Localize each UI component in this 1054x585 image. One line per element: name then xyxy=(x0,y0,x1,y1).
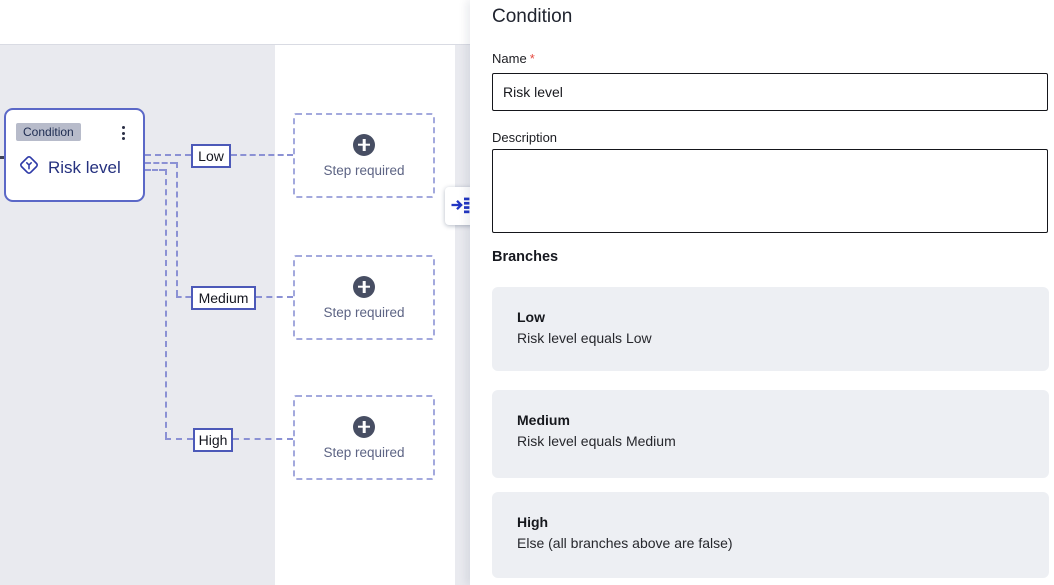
node-type-badge: Condition xyxy=(16,123,81,141)
branch-card-description: Risk level equals Low xyxy=(517,330,652,346)
connector-medium-vertical xyxy=(176,162,178,296)
connector-low-2 xyxy=(231,154,293,156)
condition-branch-icon xyxy=(18,154,40,181)
connector-high-vertical xyxy=(165,169,167,438)
add-step-icon xyxy=(353,275,375,298)
incoming-connector xyxy=(0,156,5,159)
branch-card-low[interactable]: Low Risk level equals Low xyxy=(492,287,1049,371)
step-placeholder-high[interactable]: Step required xyxy=(293,395,435,480)
expand-panel-icon xyxy=(450,195,470,218)
step-placeholder-low[interactable]: Step required xyxy=(293,113,435,198)
connector-medium-3 xyxy=(256,296,293,298)
branch-card-title: Medium xyxy=(517,412,570,428)
required-asterisk: * xyxy=(529,51,535,66)
step-required-label: Step required xyxy=(323,304,405,320)
step-placeholder-medium[interactable]: Step required xyxy=(293,255,435,340)
add-step-icon xyxy=(353,133,375,156)
connector-medium-1 xyxy=(145,162,176,164)
step-required-label: Step required xyxy=(323,162,405,178)
connector-high-3 xyxy=(233,438,293,440)
flow-canvas[interactable]: Condition Risk level Low Medium High Ste… xyxy=(0,0,470,585)
branch-card-medium[interactable]: Medium Risk level equals Medium xyxy=(492,390,1049,478)
panel-title: Condition xyxy=(492,6,573,27)
condition-node[interactable]: Condition Risk level xyxy=(4,108,145,202)
branch-card-description: Else (all branches above are false) xyxy=(517,535,733,551)
connector-high-2 xyxy=(165,438,193,440)
node-menu-button[interactable] xyxy=(120,124,127,142)
node-body: Risk level xyxy=(18,154,121,181)
name-label-text: Name xyxy=(492,51,527,66)
description-textarea[interactable] xyxy=(492,149,1048,233)
name-field-label: Name* xyxy=(492,51,535,66)
branch-card-title: Low xyxy=(517,309,545,325)
branch-label-high[interactable]: High xyxy=(193,428,233,452)
add-step-icon xyxy=(353,415,375,438)
step-required-label: Step required xyxy=(323,444,405,460)
connector-medium-2 xyxy=(176,296,191,298)
condition-detail-panel: Condition Name* Description Branches Low… xyxy=(470,0,1054,585)
branch-label-medium[interactable]: Medium xyxy=(191,286,256,310)
connector-high-1 xyxy=(145,169,165,171)
description-field-label: Description xyxy=(492,130,558,145)
canvas-topbar xyxy=(0,0,470,45)
node-title: Risk level xyxy=(48,157,121,177)
branch-card-title: High xyxy=(517,514,549,530)
name-input[interactable] xyxy=(492,73,1048,111)
branch-card-description: Risk level equals Medium xyxy=(517,433,676,449)
branches-heading: Branches xyxy=(492,249,559,265)
branch-card-high[interactable]: High Else (all branches above are false) xyxy=(492,492,1049,578)
branch-label-low[interactable]: Low xyxy=(191,144,231,168)
connector-low-1 xyxy=(145,154,191,156)
